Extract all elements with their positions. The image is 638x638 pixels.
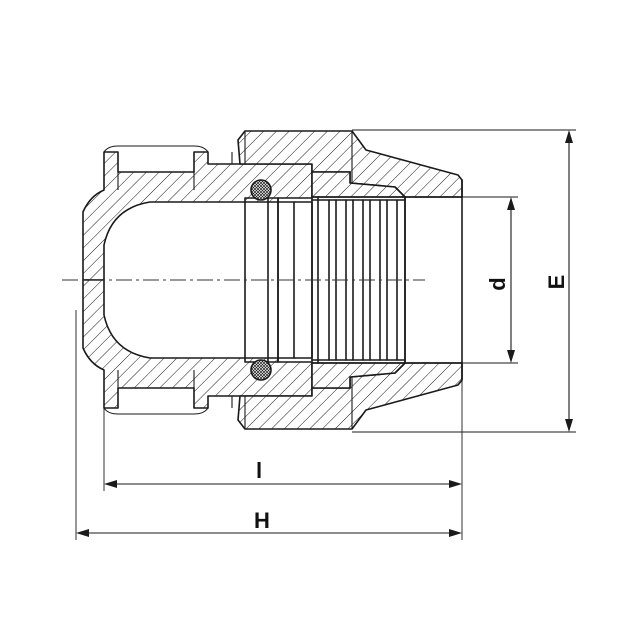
o-ring-upper [250,179,272,201]
dimension-l-label: l [256,458,262,483]
dimension-E-label: E [544,275,569,290]
dimension-l: l [103,380,463,491]
phantom-contours [103,131,353,429]
dimension-H: H [75,310,463,540]
dimension-E: E [352,129,576,433]
dimension-d: d [462,196,518,364]
dimension-d-label: d [485,277,510,290]
o-ring-lower [250,359,272,381]
dimension-H-label: H [254,508,270,533]
entry-mouth [351,179,463,381]
